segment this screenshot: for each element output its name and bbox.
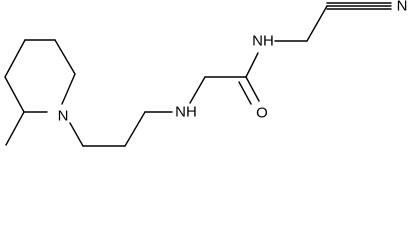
chain-bond	[124, 111, 146, 147]
chain-bond	[245, 52, 259, 78]
ring-bond	[61, 73, 76, 105]
atom-label-nitrile-nitrogen: N	[397, 0, 408, 15]
chain-bond	[306, 5, 328, 42]
carbonyl-double-bond	[238, 81, 252, 105]
methyl-bond	[5, 111, 25, 146]
atom-label-ring-nitrogen: N	[58, 108, 69, 125]
chain-bond	[189, 76, 206, 104]
atom-label-carbonyl-oxygen: O	[256, 105, 268, 122]
carbonyl-double-bond	[245, 76, 260, 102]
atom-label-amine-nitrogen: NH	[175, 104, 197, 121]
propyl-chain	[69, 111, 173, 147]
ring-bond	[4, 76, 25, 113]
atom-label-amide-nitrogen: NH	[252, 33, 274, 50]
glycinamide-backbone	[189, 52, 260, 105]
ring-bond	[54, 39, 76, 75]
ring-bond	[4, 39, 26, 78]
chain-bond	[69, 122, 84, 147]
cyanoethyl-chain	[274, 2, 392, 42]
piperidine-ring	[4, 39, 76, 113]
molecule-structure: N NH O NH N	[4, 0, 408, 147]
